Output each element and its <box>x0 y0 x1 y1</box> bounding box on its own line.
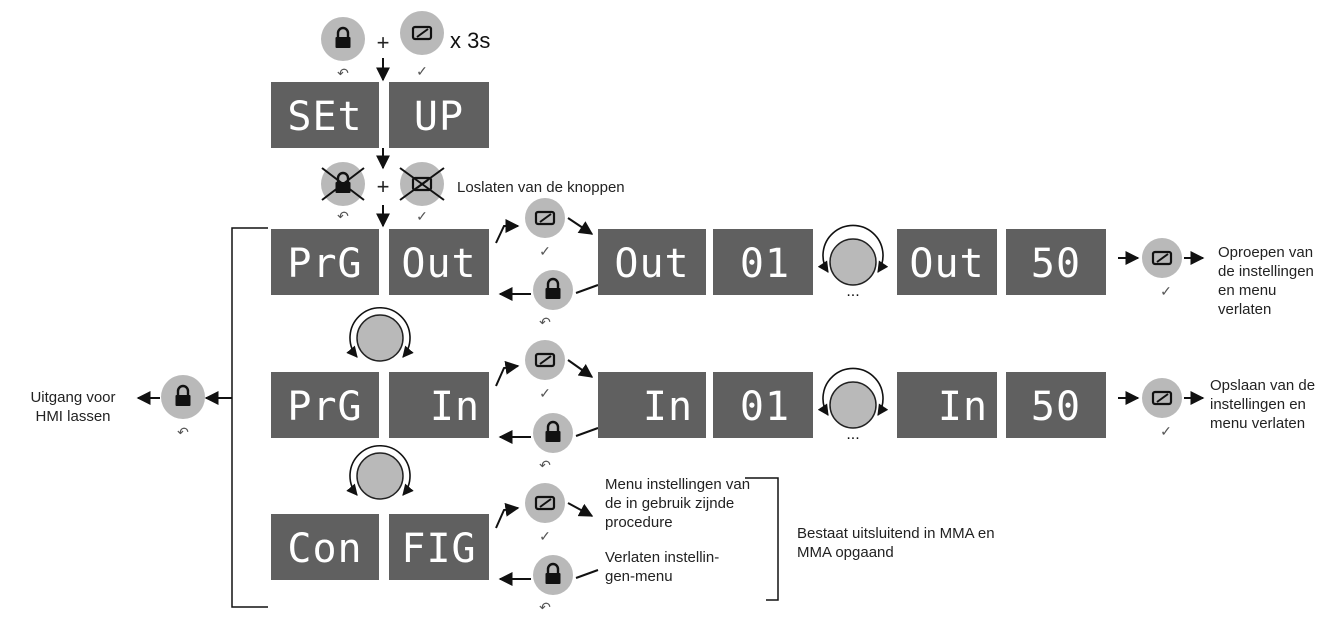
edit-button-save-out[interactable] <box>1142 238 1182 278</box>
display-in-last-label <box>897 372 997 438</box>
lock-button-exit[interactable] <box>161 375 205 419</box>
display-text: SEt <box>287 94 362 140</box>
flow-arrow <box>567 502 594 517</box>
display-text: 50 <box>1031 241 1081 287</box>
exit-hmi-label: Uitgang voor HMI lassen <box>30 389 116 425</box>
edit-button-in[interactable] <box>525 340 565 380</box>
display-text: 50 <box>1031 384 1081 430</box>
menu-bracket <box>231 227 268 608</box>
display-text: Out <box>614 241 689 287</box>
rotary-knob-icon[interactable] <box>346 444 414 500</box>
display-text: 01 <box>740 384 790 430</box>
edit-button-released <box>399 162 445 206</box>
display-setup-left <box>271 82 379 148</box>
edit-button-config[interactable] <box>525 483 565 523</box>
back-symbol: ↶ <box>337 208 349 224</box>
flow-arrow <box>575 427 599 437</box>
check-symbol: ✓ <box>1160 283 1172 299</box>
display-out-first <box>713 229 813 295</box>
out-result-label: Oproepen van de instellingen en menu ver… <box>1218 244 1314 318</box>
menu-settings-label: Menu instellingen van de in gebruik zijn… <box>605 476 751 531</box>
ellipsis: ... <box>846 283 859 300</box>
leave-menu-label: Verlaten instellin- gen-menu <box>605 549 720 585</box>
mma-note-label: Bestaat uitsluitend in MMA en MMA opgaan… <box>797 525 995 561</box>
display-con <box>271 514 379 580</box>
lock-button-config[interactable] <box>533 555 573 595</box>
flow-arrow <box>495 502 520 529</box>
edit-button-out[interactable] <box>525 198 565 238</box>
display-out-last-label <box>897 229 997 295</box>
display-prg <box>271 372 379 438</box>
display-in-last <box>1006 372 1106 438</box>
back-symbol: ↶ <box>539 457 551 473</box>
edit-button-top[interactable] <box>400 11 444 55</box>
display-out-value <box>598 229 706 295</box>
display-out-last <box>1006 229 1106 295</box>
back-symbol: ↶ <box>337 65 349 81</box>
display-text: UP <box>414 94 464 140</box>
flow-arrow <box>575 569 599 579</box>
back-symbol: ↶ <box>539 314 551 330</box>
rotary-knob-icon[interactable] <box>817 224 889 286</box>
check-symbol: ✓ <box>539 385 551 401</box>
display-text: In <box>938 384 988 430</box>
hold-duration-text: x 3s <box>450 28 490 53</box>
mma-bracket <box>745 477 779 601</box>
check-symbol: ✓ <box>539 528 551 544</box>
in-result-label: Opslaan van de instellingen en menu verl… <box>1210 377 1316 432</box>
flow-arrow <box>567 217 594 235</box>
back-symbol: ↶ <box>177 424 189 440</box>
check-symbol: ✓ <box>539 243 551 259</box>
display-text: Out <box>909 241 984 287</box>
display-out <box>389 229 489 295</box>
display-text: Out <box>401 241 476 287</box>
display-in-value <box>598 372 706 438</box>
display-text: 01 <box>740 241 790 287</box>
check-symbol: ✓ <box>416 208 428 224</box>
display-text: In <box>643 384 693 430</box>
edit-button-save-in[interactable] <box>1142 378 1182 418</box>
lock-button-released <box>321 162 365 206</box>
check-symbol: ✓ <box>416 63 428 79</box>
display-in-first <box>713 372 813 438</box>
lock-button-top[interactable] <box>321 17 365 61</box>
plus-sign: + <box>377 30 390 55</box>
display-text: PrG <box>287 384 362 430</box>
display-fig <box>389 514 489 580</box>
back-symbol: ↶ <box>539 599 551 615</box>
display-setup-right <box>389 82 489 148</box>
display-text: FIG <box>401 526 476 572</box>
rotary-knob-icon[interactable] <box>817 367 889 429</box>
check-symbol: ✓ <box>1160 423 1172 439</box>
display-prg <box>271 229 379 295</box>
display-in <box>389 372 489 438</box>
flow-arrow <box>495 219 520 244</box>
lock-button-in[interactable] <box>533 413 573 453</box>
flow-arrow <box>575 284 599 294</box>
ellipsis: ... <box>846 426 859 443</box>
display-text: In <box>430 384 480 430</box>
plus-sign: + <box>377 174 390 199</box>
flow-arrow <box>567 359 594 378</box>
flow-arrow <box>495 360 520 387</box>
release-buttons-text: Loslaten van de knoppen <box>457 179 625 196</box>
display-text: Con <box>287 526 362 572</box>
rotary-knob-icon[interactable] <box>346 306 414 362</box>
lock-button-out[interactable] <box>533 270 573 310</box>
display-text: PrG <box>287 241 362 287</box>
